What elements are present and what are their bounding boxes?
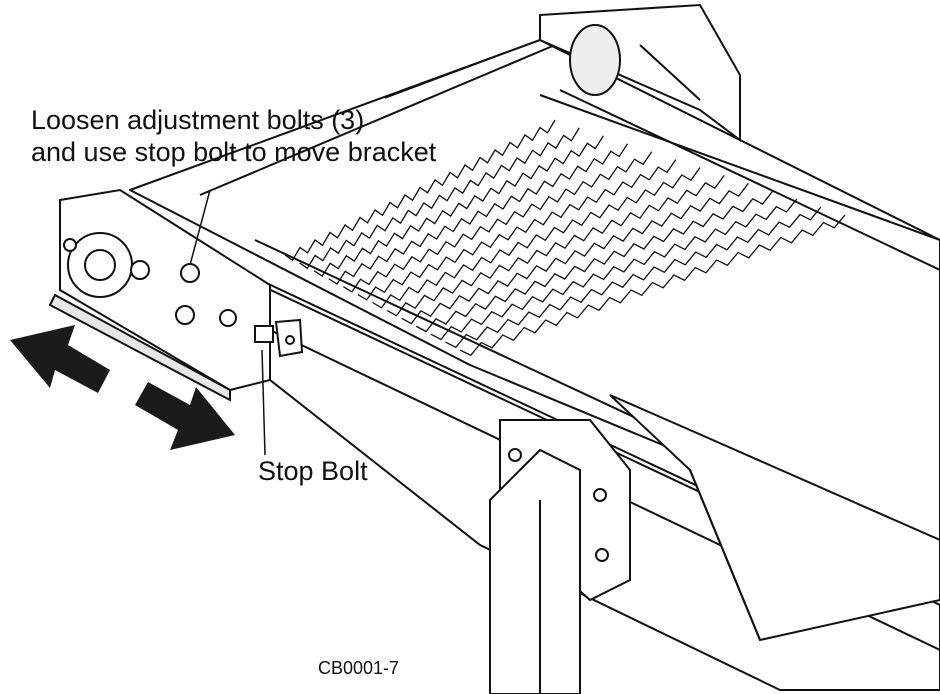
head-leader [384, 39, 541, 99]
tail-bracket [48, 188, 271, 402]
stop-bolt-leader [261, 349, 266, 456]
belt-chevron-row [313, 135, 604, 278]
head-pulley-housing [539, 3, 741, 142]
belt-chevron-row [459, 214, 846, 357]
belt-chevron-row [401, 182, 749, 325]
belt-chevron-row [445, 206, 822, 349]
side-guard [609, 394, 940, 642]
stop-bolt-label: Stop Bolt [258, 456, 368, 486]
adjust-arrow-left [10, 325, 110, 393]
adjust-arrow-right [135, 382, 235, 450]
support-leg [489, 419, 631, 694]
callout-leader [189, 189, 211, 266]
belt-chevron-row [328, 143, 629, 285]
belt-chevron-row [299, 127, 580, 270]
callout-line-2: and use stop bolt to move bracket [31, 137, 437, 167]
belt-chevron-row [357, 159, 677, 301]
callout-line-1: Loosen adjustment bolts (3) [31, 105, 365, 135]
adjustment-bolt-2 [180, 263, 200, 283]
belt-chevron-row [415, 190, 774, 333]
figure-code: CB0001-7 [318, 658, 400, 678]
adjustment-bolt-1 [130, 260, 150, 280]
belt-chevron-row [342, 151, 653, 293]
belt-chevron-row [372, 167, 701, 309]
belt-chevron-row [284, 119, 556, 262]
belt-chevron-pattern [284, 119, 846, 357]
adjustment-bolt-3 [175, 305, 195, 325]
belt-chevron-row [430, 198, 798, 341]
belt-chevron-row [386, 175, 725, 317]
stop-bolt [254, 318, 304, 358]
